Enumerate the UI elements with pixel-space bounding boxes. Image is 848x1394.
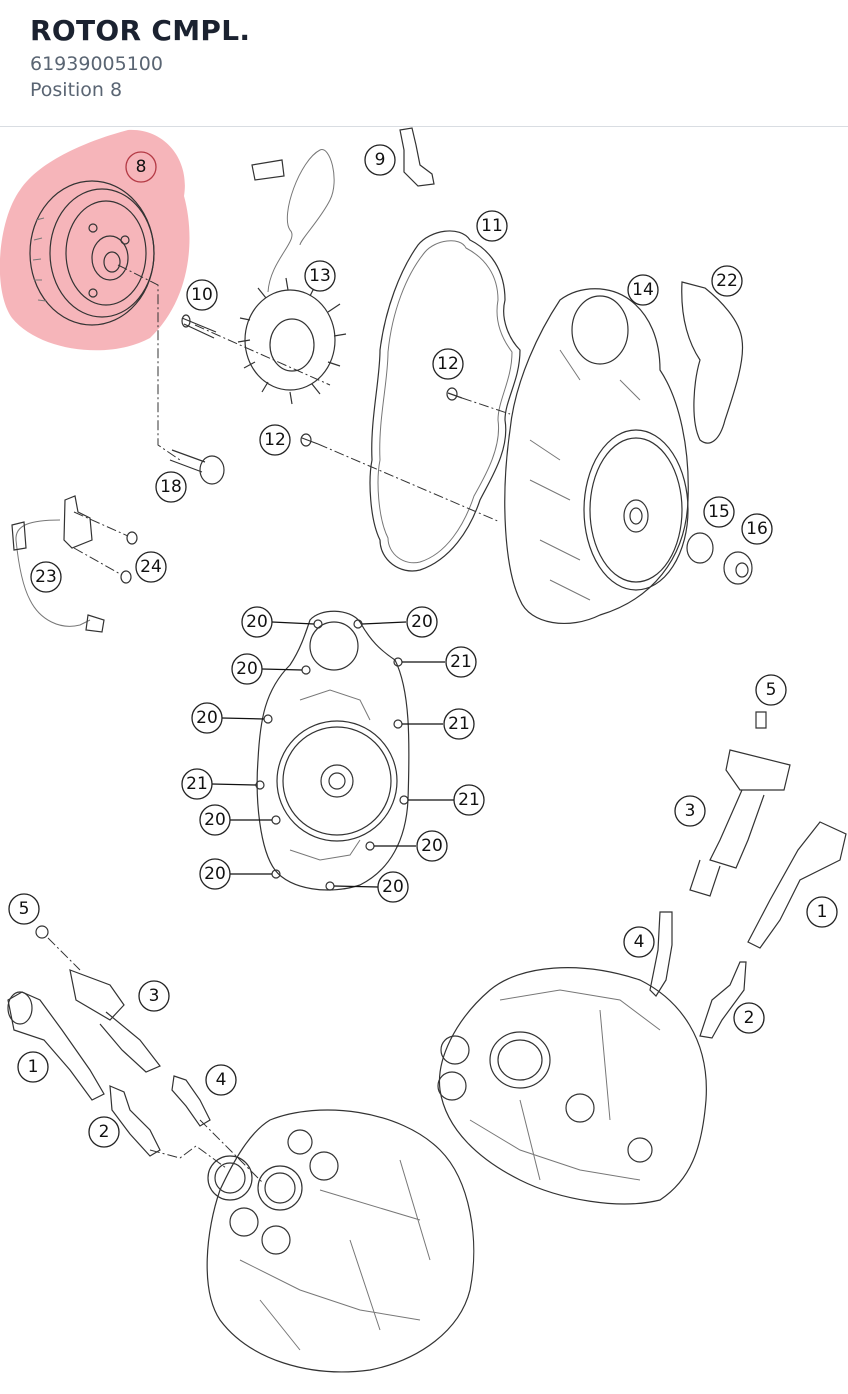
part-number: 61939005100 [30,53,163,75]
cylinder-head-right-part[interactable] [437,967,707,1205]
svg-text:5: 5 [766,680,777,700]
svg-text:14: 14 [632,280,654,300]
svg-text:20: 20 [382,877,404,897]
bolt-12-part[interactable] [300,387,463,447]
svg-text:24: 24 [140,557,162,577]
svg-text:5: 5 [19,899,30,919]
callout-4[interactable]: 4 [205,1064,237,1096]
svg-text:20: 20 [204,864,226,884]
exploded-parts-diagram[interactable]: 8 9 10 11 12 12 13 14 22 18 15 16 24 23 … [0,127,848,1390]
plate-part[interactable] [681,281,744,444]
callout-3[interactable]: 3 [674,795,706,827]
callout-20[interactable]: 20 [416,830,448,862]
bracket-part[interactable] [399,127,435,187]
position-label: Position 8 [30,79,123,101]
callout-11[interactable]: 11 [476,210,508,242]
svg-text:1: 1 [28,1057,39,1077]
callout-15[interactable]: 15 [703,496,735,528]
callout-1[interactable]: 1 [17,1051,49,1083]
callout-21[interactable]: 21 [181,768,213,800]
ignition-coil-right-part[interactable] [649,711,847,1039]
callout-20[interactable]: 20 [406,606,438,638]
callout-4[interactable]: 4 [623,926,655,958]
callout-21[interactable]: 21 [445,646,477,678]
bolt-24-part[interactable] [73,511,138,584]
svg-text:21: 21 [448,714,470,734]
callout-20[interactable]: 20 [231,653,263,685]
rotor-part[interactable] [29,180,155,326]
callout-10[interactable]: 10 [186,279,218,311]
svg-text:13: 13 [309,266,331,286]
ignition-coil-left-part[interactable] [7,925,263,1183]
callout-1[interactable]: 1 [806,896,838,928]
callout-16[interactable]: 16 [741,513,773,545]
callout-20[interactable]: 20 [241,606,273,638]
stator-part[interactable] [237,149,347,405]
svg-text:21: 21 [186,774,208,794]
callout-14[interactable]: 14 [627,274,659,306]
svg-text:18: 18 [160,477,182,497]
bolt-part[interactable] [181,314,217,339]
callout-12[interactable]: 12 [432,348,464,380]
part-title: ROTOR CMPL. [30,14,251,47]
inner-cover-part[interactable] [255,610,410,891]
svg-text:8: 8 [136,157,147,177]
cylinder-head-left-part[interactable] [206,1109,475,1373]
ignition-cover-part[interactable] [504,288,689,625]
svg-text:21: 21 [458,790,480,810]
o-ring-part[interactable] [686,532,714,564]
svg-text:4: 4 [634,932,645,952]
svg-text:20: 20 [411,612,433,632]
plug-part[interactable] [723,551,753,585]
callout-23[interactable]: 23 [30,561,62,593]
svg-text:4: 4 [216,1070,227,1090]
callout-21[interactable]: 21 [453,784,485,816]
svg-text:12: 12 [264,430,286,450]
callout-20[interactable]: 20 [191,702,223,734]
part-header: ROTOR CMPL. 61939005100 Position 8 [0,0,848,127]
svg-text:20: 20 [236,659,258,679]
svg-text:23: 23 [35,567,57,587]
callout-24[interactable]: 24 [135,551,167,583]
callout-18[interactable]: 18 [155,471,187,503]
svg-text:15: 15 [708,502,730,522]
svg-text:10: 10 [191,285,213,305]
svg-text:3: 3 [685,801,696,821]
callout-21[interactable]: 21 [443,708,475,740]
svg-text:2: 2 [744,1008,755,1028]
svg-text:20: 20 [421,836,443,856]
callout-20[interactable]: 20 [199,858,231,890]
callout-9[interactable]: 9 [364,144,396,176]
callout-22[interactable]: 22 [711,265,743,297]
svg-text:20: 20 [246,612,268,632]
callout-13[interactable]: 13 [304,260,336,292]
callout-20[interactable]: 20 [377,871,409,903]
selected-part-highlight [0,129,190,351]
svg-text:9: 9 [375,150,386,170]
sensor-part[interactable] [11,495,105,633]
callout-3[interactable]: 3 [138,980,170,1012]
callout-2[interactable]: 2 [733,1002,765,1034]
callout-5[interactable]: 5 [8,893,40,925]
callout-5[interactable]: 5 [755,674,787,706]
bolt-18-part[interactable] [169,449,225,485]
svg-text:12: 12 [437,354,459,374]
svg-text:21: 21 [450,652,472,672]
gasket-part[interactable] [369,230,521,572]
callout-12[interactable]: 12 [259,424,291,456]
svg-text:2: 2 [99,1122,110,1142]
callout-leader-arrows [211,621,454,888]
svg-text:3: 3 [149,986,160,1006]
callout-20[interactable]: 20 [199,804,231,836]
svg-text:1: 1 [817,902,828,922]
callout-8[interactable]: 8 [125,151,157,183]
svg-text:20: 20 [196,708,218,728]
callout-2[interactable]: 2 [88,1116,120,1148]
svg-text:16: 16 [746,519,768,539]
svg-text:20: 20 [204,810,226,830]
svg-text:11: 11 [481,216,503,236]
svg-text:22: 22 [716,271,738,291]
